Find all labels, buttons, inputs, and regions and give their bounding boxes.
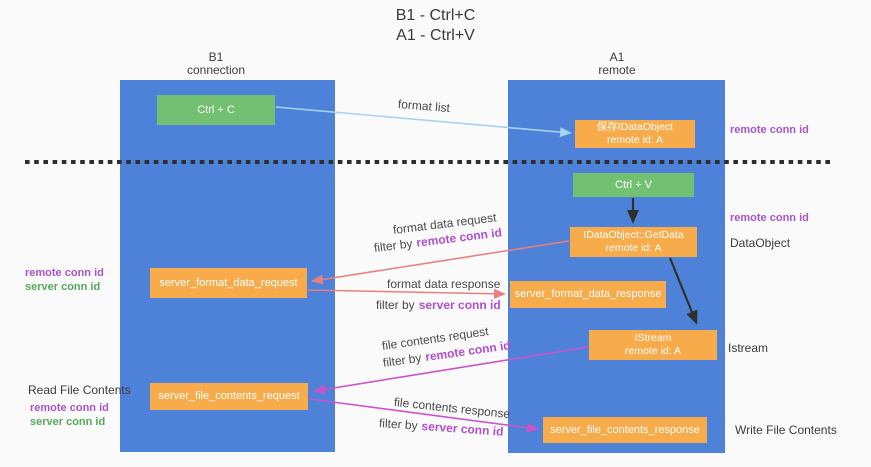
label-remote-conn-id-top: remote conn id [730,124,809,136]
istream-line2: remote id: A [624,345,682,357]
getdata-line2: remote id: A [605,242,662,254]
lifeline-b1-role: connection [186,63,246,77]
box-ctrl-v: Ctrl + V [573,173,694,197]
save-idataobject-line2: remote id: A [606,134,664,146]
filter-by-prefix-3: filter by [382,350,423,370]
box-server-format-data-request: server_format_data_request [150,268,307,298]
label-dataobject: DataObject [730,236,791,250]
label-remote-conn-id-mid: remote conn id [730,212,809,224]
left-remote-conn-id-2: remote conn id [30,402,109,414]
title-line-1: B1 - Ctrl+C [395,7,476,24]
box-server-file-contents-response: server_file_contents_response [543,417,707,443]
server-format-data-response-label: server_format_data_response [514,288,662,300]
label-conn-ids-format: remote conn id server conn id [25,266,104,294]
label-istream: Istream [728,341,769,355]
getdata-line1: IDataObject::GetData [583,229,684,241]
left-remote-conn-id-1: remote conn id [25,267,104,279]
lifeline-a1-role: remote [598,63,636,77]
save-idataobject-line1: 保存IDataObject [596,121,674,133]
lifeline-a1-name: A1 [609,50,625,64]
box-istream: IStream remote id: A [589,330,717,360]
ctrl-c-label: Ctrl + C [197,103,235,116]
ctrl-v-label: Ctrl + V [615,178,652,191]
left-server-conn-id-2: server conn id [30,416,106,428]
label-conn-ids-file: remote conn id server conn id [30,401,109,429]
left-server-conn-id-1: server conn id [25,281,101,293]
lifeline-header-b1: B1 connection [121,51,311,77]
server-file-contents-response-label: server_file_contents_response [550,423,700,436]
box-idataobject-getdata: IDataObject::GetData remote id: A [570,227,697,257]
box-server-file-contents-request: server_file_contents_request [150,383,308,410]
box-ctrl-c: Ctrl + C [157,95,275,125]
box-server-format-data-response: server_format_data_response [510,281,666,308]
page-title: B1 - Ctrl+C A1 - Ctrl+V [0,6,871,46]
title-line-2: A1 - Ctrl+V [396,27,475,44]
filter-by-prefix-2: filter by [376,298,415,312]
label-write-file-contents: Write File Contents [735,423,837,437]
filter-by-prefix-1: filter by [373,236,414,255]
server-format-data-request-label: server_format_data_request [159,276,298,289]
server-conn-id-key-2: server conn id [421,418,504,439]
lifeline-b1-name: B1 [208,50,224,64]
filter-by-prefix-4: filter by [378,416,419,433]
lifeline-header-a1: A1 remote [522,51,712,77]
label-format-list: format list [397,97,451,116]
label-read-file-contents: Read File Contents [28,383,131,397]
istream-line1: IStream [634,332,672,344]
server-conn-id-key-1: server conn id [418,298,501,312]
box-save-idataobject: 保存IDataObject remote id: A [575,120,695,148]
label-format-data-response: format data response [387,277,501,291]
server-file-contents-request-label: server_file_contents_request [158,390,300,402]
